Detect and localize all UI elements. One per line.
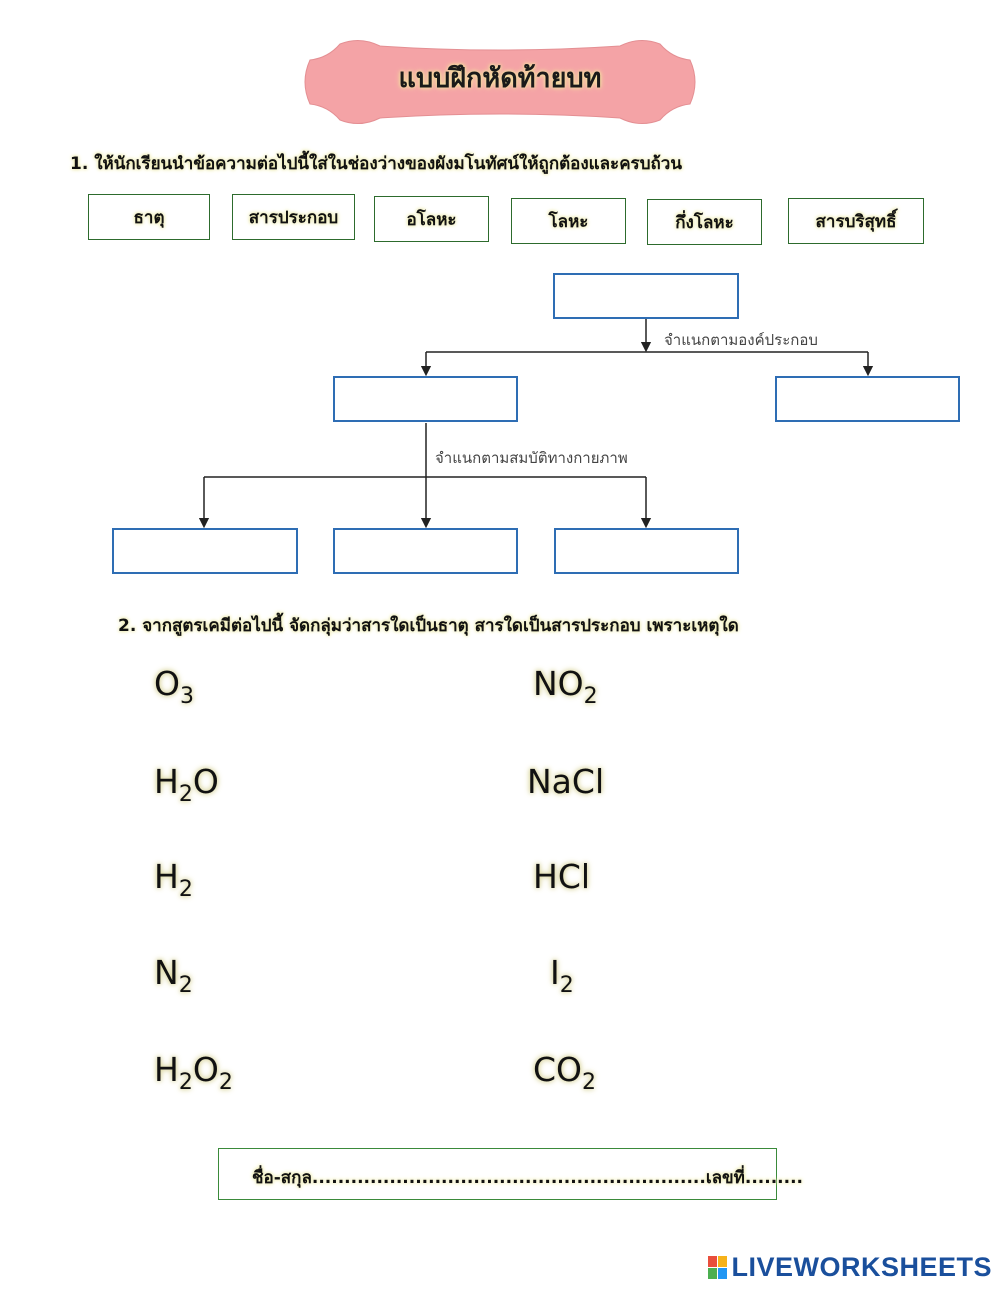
formula-right[interactable]: NaCl	[527, 762, 605, 801]
formula-left[interactable]: N2	[154, 953, 193, 998]
blank-box-bottom-1[interactable]	[112, 528, 298, 574]
page-title: แบบฝึกหัดท้ายบท	[398, 63, 602, 94]
word-box-metal[interactable]: โลหะ	[511, 198, 626, 244]
question-1-text: 1. ให้นักเรียนนำข้อความต่อไปนี้ใส่ในช่อง…	[70, 154, 682, 174]
title-banner	[304, 40, 696, 124]
blank-box-bottom-3[interactable]	[554, 528, 739, 574]
name-box	[218, 1148, 777, 1200]
liveworksheets-logo-icon	[708, 1256, 728, 1279]
concept-map-lines	[198, 319, 874, 529]
brand-name: LIVEWORKSHEETS	[731, 1252, 992, 1282]
word-box-compound[interactable]: สารประกอบ	[232, 194, 355, 240]
formula-left[interactable]: H2O	[154, 762, 219, 807]
formula-right[interactable]: I2	[550, 953, 574, 998]
formula-right[interactable]: HCl	[533, 857, 591, 896]
label-classify-physical: จำแนกตามสมบัติทางกายภาพ	[435, 449, 628, 467]
brand-logo[interactable]: LIVEWORKSHEETS	[708, 1252, 992, 1283]
formula-left[interactable]: O3	[154, 664, 194, 709]
blank-box-bottom-2[interactable]	[333, 528, 518, 574]
word-box-element[interactable]: ธาตุ	[88, 194, 210, 240]
label-classify-composition: จำแนกตามองค์ประกอบ	[664, 331, 818, 349]
word-box-nonmetal[interactable]: อโลหะ	[374, 196, 489, 242]
blank-box-middle-right[interactable]	[775, 376, 960, 422]
blank-box-middle-left[interactable]	[333, 376, 518, 422]
word-box-pure-substance[interactable]: สารบริสุทธิ์	[788, 198, 924, 244]
blank-box-top[interactable]	[553, 273, 739, 319]
formula-left[interactable]: H2O2	[154, 1050, 233, 1095]
formula-right[interactable]: CO2	[533, 1050, 597, 1095]
name-number-line[interactable]: ชื่อ-สกุล...............................…	[252, 1168, 804, 1188]
formula-right[interactable]: NO2	[533, 664, 598, 709]
question-2-text: 2. จากสูตรเคมีต่อไปนี้ จัดกลุ่มว่าสารใดเ…	[118, 616, 739, 636]
word-box-metalloid[interactable]: กึ่งโลหะ	[647, 199, 762, 245]
formula-left[interactable]: H2	[154, 857, 193, 902]
